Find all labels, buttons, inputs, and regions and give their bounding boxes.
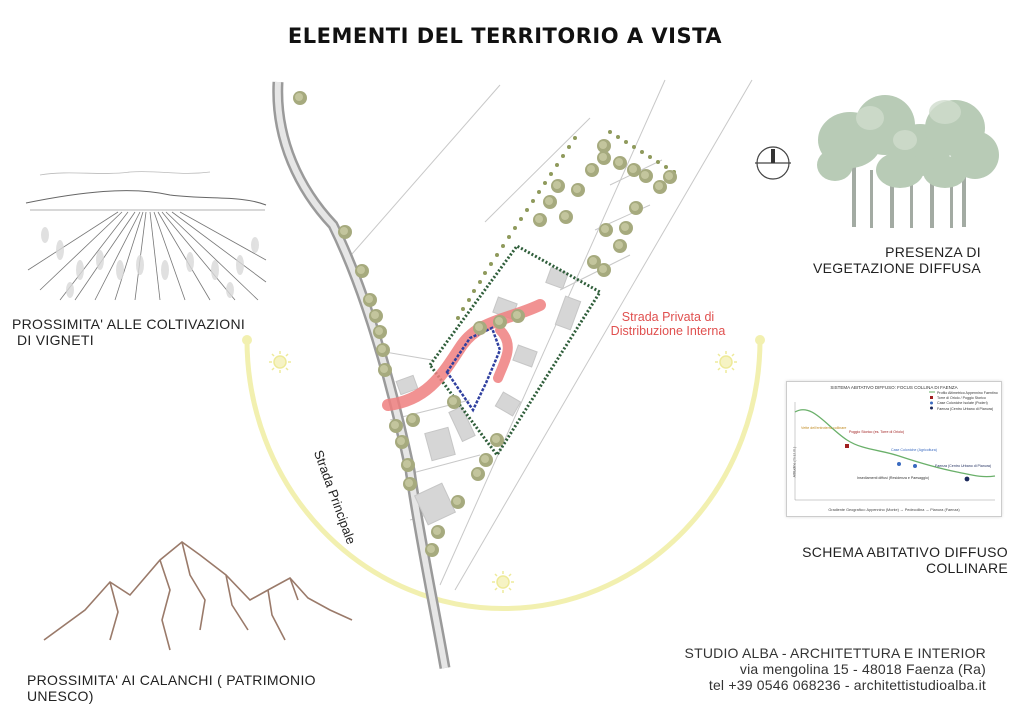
private-road-label-line2: Distribuzione Interna [610, 324, 726, 338]
caption-vegetazione-line1: PRESENZA DI [885, 244, 981, 260]
chart-annotation: Case Coloniche (Agricoltura) [891, 448, 937, 452]
studio-name: STUDIO ALBA - ARCHITETTURA E INTERIOR [684, 645, 986, 661]
view-arc [244, 339, 763, 612]
private-road-label-line1: Strada Privata di [621, 310, 715, 324]
studio-contact: tel +39 0546 068236 - architettistudioal… [708, 677, 986, 693]
caption-schema-line1: SCHEMA ABITATIVO DIFFUSO [802, 544, 1008, 560]
arc-end-left [242, 335, 252, 345]
chart-annotation: Insediamenti diffusi (Residenza e Paesag… [857, 476, 930, 480]
legend-item: Profilo Altimetrico Appennino Faentino [937, 391, 998, 395]
legend-item: Faenza (Centro Urbano di Pianura) [937, 406, 994, 411]
altimetric-profile [794, 409, 996, 478]
studio-address: via mengolina 15 - 48018 Faenza (Ra) [739, 661, 986, 677]
arc-end-right [755, 335, 765, 345]
marker-casa [913, 464, 917, 468]
private-road-branch [493, 325, 513, 383]
legend-item: Case Coloniche Isolate (Poderi) [937, 401, 988, 406]
caption-vigneti-line2: DI VIGNETI [17, 332, 94, 348]
hedge-row [456, 130, 676, 320]
caption-vegetazione: PRESENZA DI VEGETAZIONE DIFFUSA [813, 244, 981, 276]
chart-annotation: Vette dell'entroterra collinare [801, 426, 847, 430]
trees-illustration [817, 95, 999, 228]
north-arrow-icon [755, 146, 791, 180]
private-road-label: Strada Privata di Distribuzione Interna [598, 310, 738, 338]
caption-schema-line2: COLLINARE [925, 560, 1008, 576]
schema-chart-plot [794, 391, 996, 501]
schema-chart-ylabel: Altitudine (m s.l.m.) [792, 446, 797, 478]
caption-vegetazione-line2: VEGETAZIONE DIFFUSA [812, 260, 981, 276]
schema-chart-title: SISTEMA ABITATIVO DIFFUSO: FOCUS COLLINA… [830, 385, 958, 390]
chart-annotation: Faenza (Centro Urbano di Pianura) [935, 464, 992, 468]
caption-calanchi-line1: PROSSIMITA' AI CALANCHI ( PATRIMONIO [27, 672, 316, 688]
chart-annotation: Poggio Storico (es. Torre di Oriolo) [849, 430, 905, 434]
schema-chart: SISTEMA ABITATIVO DIFFUSO: FOCUS COLLINA… [786, 381, 1002, 517]
marker-torre [845, 444, 849, 448]
sun-icon [715, 351, 737, 373]
schema-chart-xlabel: Gradiente Geografico: Appennino (Monte) … [828, 508, 960, 512]
studio-info: STUDIO ALBA - ARCHITETTURA E INTERIOR vi… [685, 645, 986, 693]
caption-vigneti-line1: PROSSIMITA' ALLE COLTIVAZIONI [12, 316, 246, 332]
main-road-center [274, 81, 448, 669]
caption-vigneti: PROSSIMITA' ALLE COLTIVAZIONI DI VIGNETI [12, 316, 245, 348]
main-road [272, 81, 451, 669]
lot-boundary [445, 326, 502, 413]
vineyard-illustration [25, 171, 267, 301]
schema-chart-legend: Profilo Altimetrico Appennino Faentino T… [937, 391, 998, 412]
buildings [395, 266, 582, 526]
marker-faenza [964, 476, 970, 482]
mountain-illustration [43, 540, 353, 651]
caption-calanchi: PROSSIMITA' AI CALANCHI ( PATRIMONIO UNE… [27, 672, 316, 704]
legend-item: Torre di Oriolo / Poggio Storico [937, 396, 986, 401]
site-boundary [428, 244, 603, 458]
sun-icon [269, 351, 291, 373]
caption-schema: SCHEMA ABITATIVO DIFFUSO COLLINARE [802, 544, 1008, 576]
sun-icon [492, 571, 514, 593]
marker-casa [897, 462, 901, 466]
caption-calanchi-line2: UNESCO) [27, 688, 94, 704]
page-title: ELEMENTI DEL TERRITORIO A VISTA [287, 24, 723, 48]
vineyard-rows-fill [41, 227, 259, 298]
